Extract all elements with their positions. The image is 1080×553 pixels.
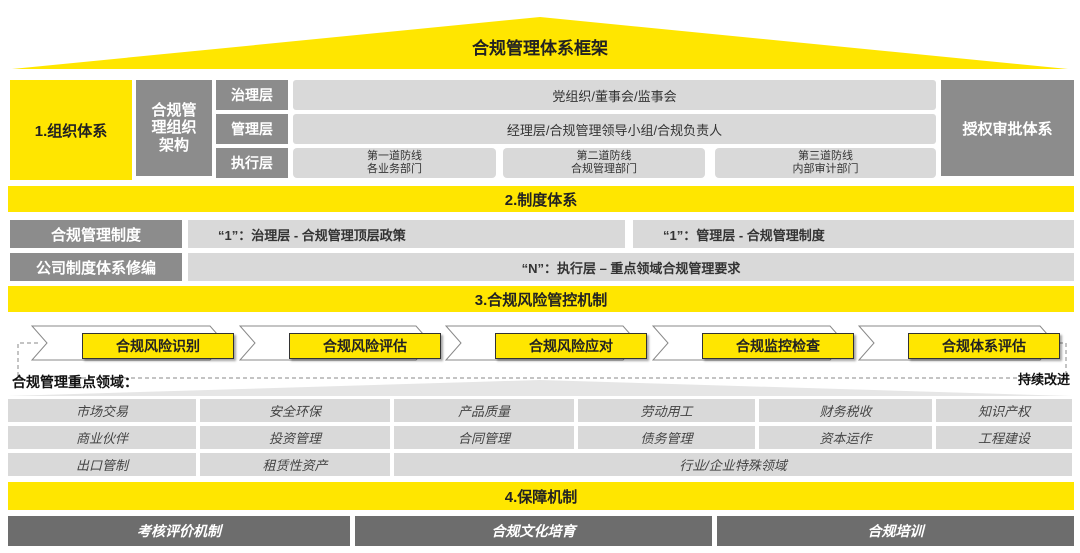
assessment-mechanism: 考核评价机制 [8,516,350,546]
step-risk-response: 合规风险应对 [495,333,647,359]
defense-line-3: 第三道防线 内部审计部门 [715,148,936,178]
area-engineering-construction: 工程建设 [936,426,1072,449]
layer-management-content: 经理层/合规管理领导小组/合规负责人 [293,114,936,144]
compliance-culture: 合规文化培育 [355,516,712,546]
defense-line-2-title: 第二道防线 [576,150,632,163]
area-industry-special: 行业/企业特殊领域 [394,453,1072,476]
execution-requirements-item: “N”：执行层 – 重点领域合规管理要求 [188,253,1074,281]
area-leased-assets: 租赁性资产 [200,453,390,476]
defense-line-3-title: 第三道防线 [798,150,853,163]
compliance-policy-label: 合规管理制度 [10,220,182,248]
area-intellectual-property: 知识产权 [936,399,1072,422]
section2-title: 2.制度体系 [8,186,1074,212]
title-roof [12,17,1068,69]
area-investment-management: 投资管理 [200,426,390,449]
continuous-improvement-label: 持续改进 [1017,372,1070,387]
key-areas-label: 合规管理重点领域： [12,374,138,390]
area-export-control: 出口管制 [8,453,196,476]
authorization-approval-system: 授权审批体系 [941,80,1074,176]
policy-management-item: “1”：管理层 - 合规管理制度 [633,220,1074,248]
page-title: 合规管理体系框架 [472,38,608,58]
defense-line-1-title: 第一道防线 [367,150,422,163]
area-contract-management: 合同管理 [394,426,574,449]
defense-line-1: 第一道防线 各业务部门 [293,148,496,178]
layer-governance-content: 党组织/董事会/监事会 [293,80,936,110]
key-areas-roof [8,380,1072,396]
step-risk-assessment: 合规风险评估 [289,333,441,359]
area-debt-management: 债务管理 [578,426,755,449]
section3-title: 3.合规风险管控机制 [8,286,1074,312]
defense-line-3-dept: 内部审计部门 [792,163,859,175]
system-revision-label: 公司制度体系修编 [10,253,182,281]
area-labor-employment: 劳动用工 [578,399,755,422]
layer-management-label: 管理层 [216,114,288,144]
defense-line-2: 第二道防线 合规管理部门 [503,148,705,178]
section4-title: 4.保障机制 [8,482,1074,510]
area-capital-operation: 资本运作 [759,426,932,449]
area-safety-environment: 安全环保 [200,399,390,422]
step-risk-identification: 合规风险识别 [82,333,234,359]
defense-line-2-dept: 合规管理部门 [571,163,637,175]
step-system-evaluation: 合规体系评估 [908,333,1060,359]
policy-governance-item: “1”：治理层 - 合规管理顶层政策 [188,220,625,248]
structure-label: 合规管 理组织 架构 [136,80,212,176]
layer-execution-label: 执行层 [216,148,288,178]
area-market-trading: 市场交易 [8,399,196,422]
layer-governance-label: 治理层 [216,80,288,110]
area-product-quality: 产品质量 [394,399,574,422]
defense-line-1-dept: 各业务部门 [367,163,422,175]
step-monitoring-inspection: 合规监控检查 [702,333,854,359]
compliance-training: 合规培训 [717,516,1074,546]
section1-label: 1.组织体系 [10,80,132,180]
area-business-partners: 商业伙伴 [8,426,196,449]
area-finance-tax: 财务税收 [759,399,932,422]
